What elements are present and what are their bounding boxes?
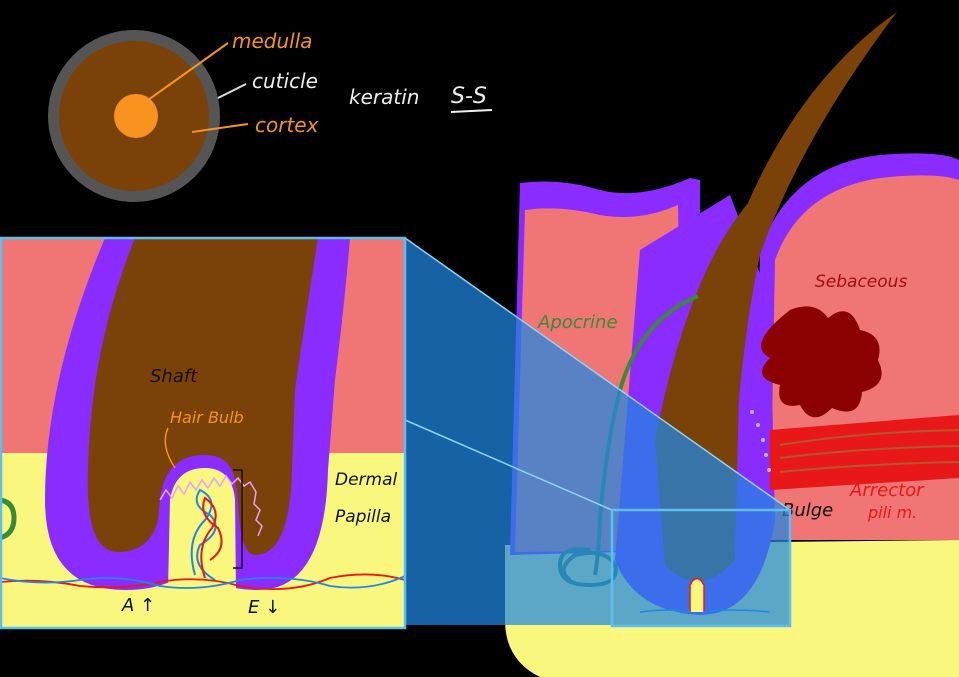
zoom-inset: Shaft Hair Bulb Dermal Papilla A ↑ E ↓ bbox=[0, 236, 407, 630]
cortex-label: cortex bbox=[255, 113, 319, 137]
arrector-fiber-2 bbox=[779, 445, 959, 459]
inset-dermal-papilla bbox=[168, 468, 236, 590]
dermal-papilla-label-line1: Dermal bbox=[335, 470, 398, 490]
hair-bulb-pointer bbox=[164, 427, 176, 469]
medulla-core bbox=[114, 94, 158, 138]
cone-edge-top bbox=[404, 237, 791, 511]
bulb-bracket bbox=[233, 469, 243, 569]
cuticle-pointer bbox=[217, 83, 247, 99]
medulla-pointer bbox=[147, 42, 229, 101]
inset-vessel-blue bbox=[0, 575, 406, 589]
medulla-label: medulla bbox=[232, 29, 313, 53]
arrector-label-line2: pili m. bbox=[867, 503, 917, 522]
magnified-region-frame bbox=[610, 508, 792, 628]
cuticle-label: cuticle bbox=[252, 69, 318, 93]
keratin-note: keratin bbox=[349, 85, 419, 109]
magnification-cone bbox=[405, 238, 790, 625]
shaft-label: Shaft bbox=[150, 366, 198, 387]
apocrine-label: Apocrine bbox=[537, 312, 618, 333]
bulge-dots bbox=[750, 410, 771, 472]
inset-apocrine-fragment bbox=[0, 497, 17, 541]
arrector-fiber-3 bbox=[779, 461, 959, 473]
source-papilla-vessels bbox=[639, 609, 771, 613]
hair-bulb-label: Hair Bulb bbox=[170, 408, 244, 427]
dermal-papilla-label-line2: Papilla bbox=[335, 507, 391, 527]
hair-bulb-matrix bbox=[159, 474, 263, 537]
papilla-capillary-red bbox=[200, 496, 223, 579]
zoom-inset-frame bbox=[0, 236, 407, 630]
hair-cross-section: medulla cuticle cortex bbox=[48, 29, 319, 202]
arrector-pili bbox=[770, 415, 959, 490]
disulfide-underline bbox=[450, 109, 493, 113]
sebaceous-gland bbox=[761, 306, 882, 418]
bulge-label: Bulge bbox=[782, 500, 833, 521]
cone-edge-mid bbox=[404, 419, 613, 511]
sebaceous-label: Sebaceous bbox=[815, 272, 907, 292]
disulfide-bond-note: S-S bbox=[451, 84, 487, 109]
inset-hair-shaft bbox=[87, 238, 318, 555]
inset-vessel-red bbox=[0, 573, 406, 590]
source-papilla bbox=[689, 577, 705, 612]
cortex-pointer bbox=[191, 123, 249, 133]
papilla-capillary-blue bbox=[190, 488, 217, 581]
arrector-fiber-1 bbox=[779, 429, 959, 446]
arrector-label-line1: Arrector bbox=[849, 480, 925, 501]
efferent-label: E ↓ bbox=[248, 597, 280, 618]
afferent-label: A ↑ bbox=[121, 595, 155, 616]
